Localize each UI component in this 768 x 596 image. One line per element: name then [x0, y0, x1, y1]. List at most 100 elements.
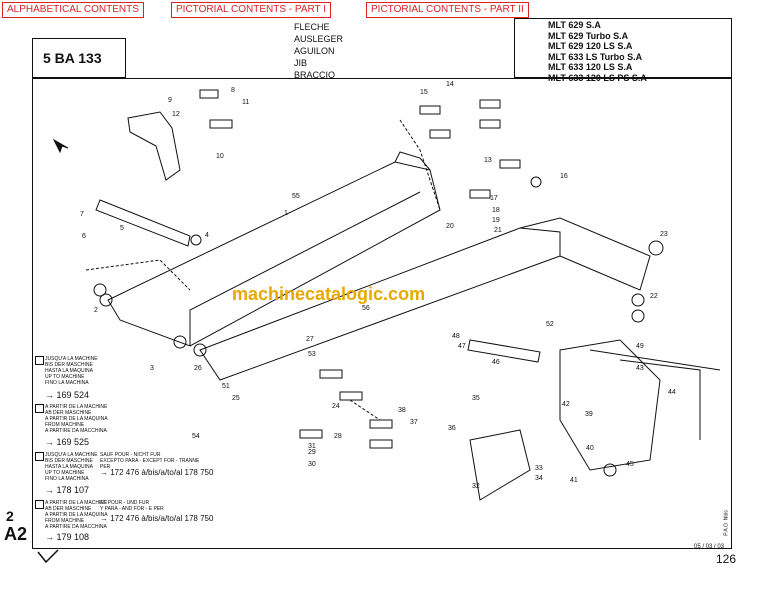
serial-3-value: 178 107: [56, 485, 90, 495]
model-item: MLT 629 120 LS S.A: [548, 41, 633, 51]
legend-line: A PARTIRE DA MACCHINA: [45, 524, 107, 530]
callout-11: 11: [242, 99, 249, 106]
legend-box-3: [35, 452, 44, 461]
callout-51: 51: [222, 383, 230, 390]
callout-32: 32: [472, 483, 480, 490]
callout-13: 13: [484, 157, 492, 164]
note-except: SAUF POUR - NICHT FUR EXCEPTO PARA - EXC…: [100, 452, 210, 470]
callout-33: 33: [535, 465, 543, 472]
callout-52: 52: [546, 321, 554, 328]
part-name-it: BRACCIO: [294, 70, 336, 80]
callout-36: 36: [448, 425, 456, 432]
callout-49: 49: [636, 343, 644, 350]
pictorial-contents-part1-link[interactable]: PICTORIAL CONTENTS - PART I: [171, 2, 332, 18]
legend-line: HASTA LA MAQUINA: [45, 464, 93, 470]
legend-line: A PARTIR DE LA MAQUINA: [45, 512, 108, 518]
callout-7: 7: [80, 211, 84, 218]
part-name-fr: FLECHE: [294, 22, 330, 32]
note-line: ET POUR - UND FUR: [100, 500, 150, 506]
serial-1-value: 169 524: [56, 390, 90, 400]
legend-line: FROM MACHINE: [45, 422, 85, 428]
legend-line: FROM MACHINE: [45, 518, 85, 524]
legend-line: JUSQU'A LA MACHINE: [45, 356, 98, 362]
callout-55: 55: [292, 193, 300, 200]
legend-line: FINO LA MACHINA: [45, 380, 89, 386]
note-line: SAUF POUR - NICHT FUR: [100, 452, 161, 458]
serial-1: → 169 524: [45, 390, 90, 400]
section-number: 2: [6, 508, 14, 524]
callout-27: 27: [306, 336, 314, 343]
link-drawing: [469, 429, 531, 501]
callout-15: 15: [420, 89, 428, 96]
pictorial-contents-part2-link[interactable]: PICTORIAL CONTENTS - PART II: [366, 2, 529, 18]
legend-line: BIS DER MASCHINE: [45, 458, 93, 464]
callout-37: 37: [410, 419, 418, 426]
callout-23: 23: [660, 231, 668, 238]
callout-6: 6: [82, 233, 86, 240]
callout-40: 40: [586, 445, 594, 452]
page-number: 126: [716, 552, 737, 566]
model-item: MLT 633 LS Turbo S.A: [548, 51, 643, 62]
alphabetical-contents-link[interactable]: ALPHABETICAL CONTENTS: [2, 2, 144, 18]
rod-drawing: [589, 349, 721, 371]
page-turn-icon[interactable]: [36, 548, 60, 564]
section-code: 5 BA 133: [43, 50, 102, 66]
cursor-icon: [52, 138, 69, 154]
pin-drawing: [95, 199, 191, 247]
callout-12: 12: [172, 111, 180, 118]
serial-3: → 178 107: [45, 485, 90, 495]
callout-53: 53: [308, 351, 316, 358]
pao-ref: P.A.O. Nbls: [723, 510, 730, 536]
note-and: ET POUR - UND FUR Y PARA - AND FOR - E P…: [100, 500, 210, 512]
note-and-serial: → 172 476 à/bis/a/to/al 178 750: [100, 514, 214, 523]
callout-39: 39: [585, 411, 593, 418]
legend-block-1: JUSQU'A LA MACHINE BIS DER MASCHINE HAST…: [45, 356, 191, 386]
callout-46: 46: [492, 359, 500, 366]
serial-4-value: 179 108: [56, 532, 90, 542]
callout-41: 41: [570, 477, 578, 484]
callout-29: 29: [308, 449, 316, 456]
callout-1: 1: [284, 210, 288, 217]
note-except-serial-value: 172 476 à/bis/a/to/al 178 750: [110, 468, 214, 477]
section-code-box: 5 BA 133: [32, 38, 126, 78]
callout-16: 16: [560, 173, 568, 180]
note-except-serial: → 172 476 à/bis/a/to/al 178 750: [100, 468, 214, 477]
legend-block-4: A PARTIR DE LA MACHINE AB DER MASCHINE A…: [45, 500, 191, 530]
legend-block-3: JUSQU'A LA MACHINE BIS DER MASCHINE HAST…: [45, 452, 191, 482]
legend-line: HASTA LA MAQUINA: [45, 368, 93, 374]
pin-46-drawing: [467, 339, 541, 363]
callout-48: 48: [452, 333, 460, 340]
note-line: EXCEPTO PARA - EXCEPT FOR - TRANNE PER: [100, 458, 200, 470]
drawing-frame: [32, 78, 732, 549]
callout-44: 44: [668, 389, 676, 396]
callout-10: 10: [216, 153, 224, 160]
callout-34: 34: [535, 475, 543, 482]
section-code-footer: A2: [4, 524, 28, 544]
carriage-drawing: [559, 339, 661, 471]
legend-line: BIS DER MASCHINE: [45, 362, 93, 368]
legend-block-2: A PARTIR DE LA MACHINE AB DER MASCHINE A…: [45, 404, 191, 434]
model-list: MLT 629 S.A MLT 629 Turbo S.A MLT 629 12…: [548, 20, 647, 83]
bracket-drawing: [127, 111, 181, 181]
watermark: machinecatalogic.com: [232, 284, 426, 304]
callout-19: 19: [492, 217, 500, 224]
callout-18: 18: [492, 207, 500, 214]
part-name-en: JIB: [294, 58, 308, 68]
models-box: [514, 18, 732, 78]
model-item: MLT 633 120 LS PS S.A: [548, 72, 647, 83]
legend-line: UP TO MACHINE: [45, 470, 85, 476]
legend-line: A PARTIR DE LA MACHINE: [45, 500, 108, 506]
legend-line: FINO LA MACHINA: [45, 476, 89, 482]
part-name-es: AGUILON: [294, 46, 335, 56]
legend-line: A PARTIR DE LA MACHINE: [45, 404, 108, 410]
callout-30: 30: [308, 461, 316, 468]
model-item: MLT 633 120 LS S.A: [548, 62, 633, 72]
callout-38: 38: [398, 407, 406, 414]
callout-28: 28: [334, 433, 342, 440]
callout-35: 35: [472, 395, 480, 402]
model-item: MLT 629 Turbo S.A: [548, 30, 629, 41]
legend-line: AB DER MASCHINE: [45, 506, 92, 512]
legend-box-4: [35, 500, 44, 509]
inner-boom-drawing: [199, 227, 561, 381]
